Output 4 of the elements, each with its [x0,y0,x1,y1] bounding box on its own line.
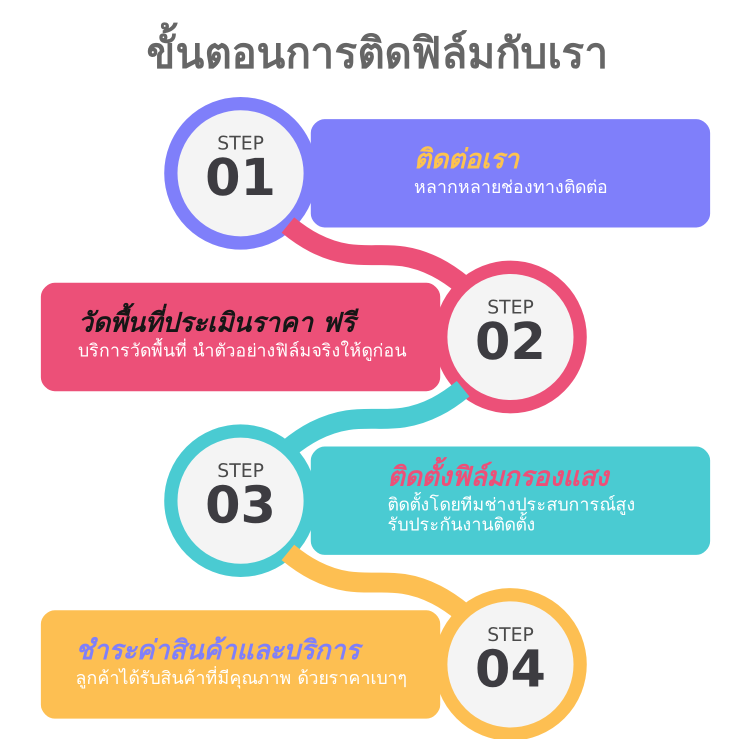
node-box: ติดตั้งฟิล์มกรองแสง ติดตั้งโดยทีมช่างประสบการณ์สูง รับประกันงานติดตั้ง [310,446,710,555]
node-box: วัดพื้นที่ประเมินราคา ฟรี บริการวัดพื้นที่ นำตัวอย่างฟิล์มจริงให้ดูก่อน [40,282,440,392]
node-box: ติดต่อเรา หลากหลายช่องทางติดต่อ [310,119,710,228]
node-box: ชำระค่าสินค้าและบริการ ลูกค้าได้รับสินค้าที่มีคุณภาพ ด้วยราคาเบาๆ [40,610,440,719]
